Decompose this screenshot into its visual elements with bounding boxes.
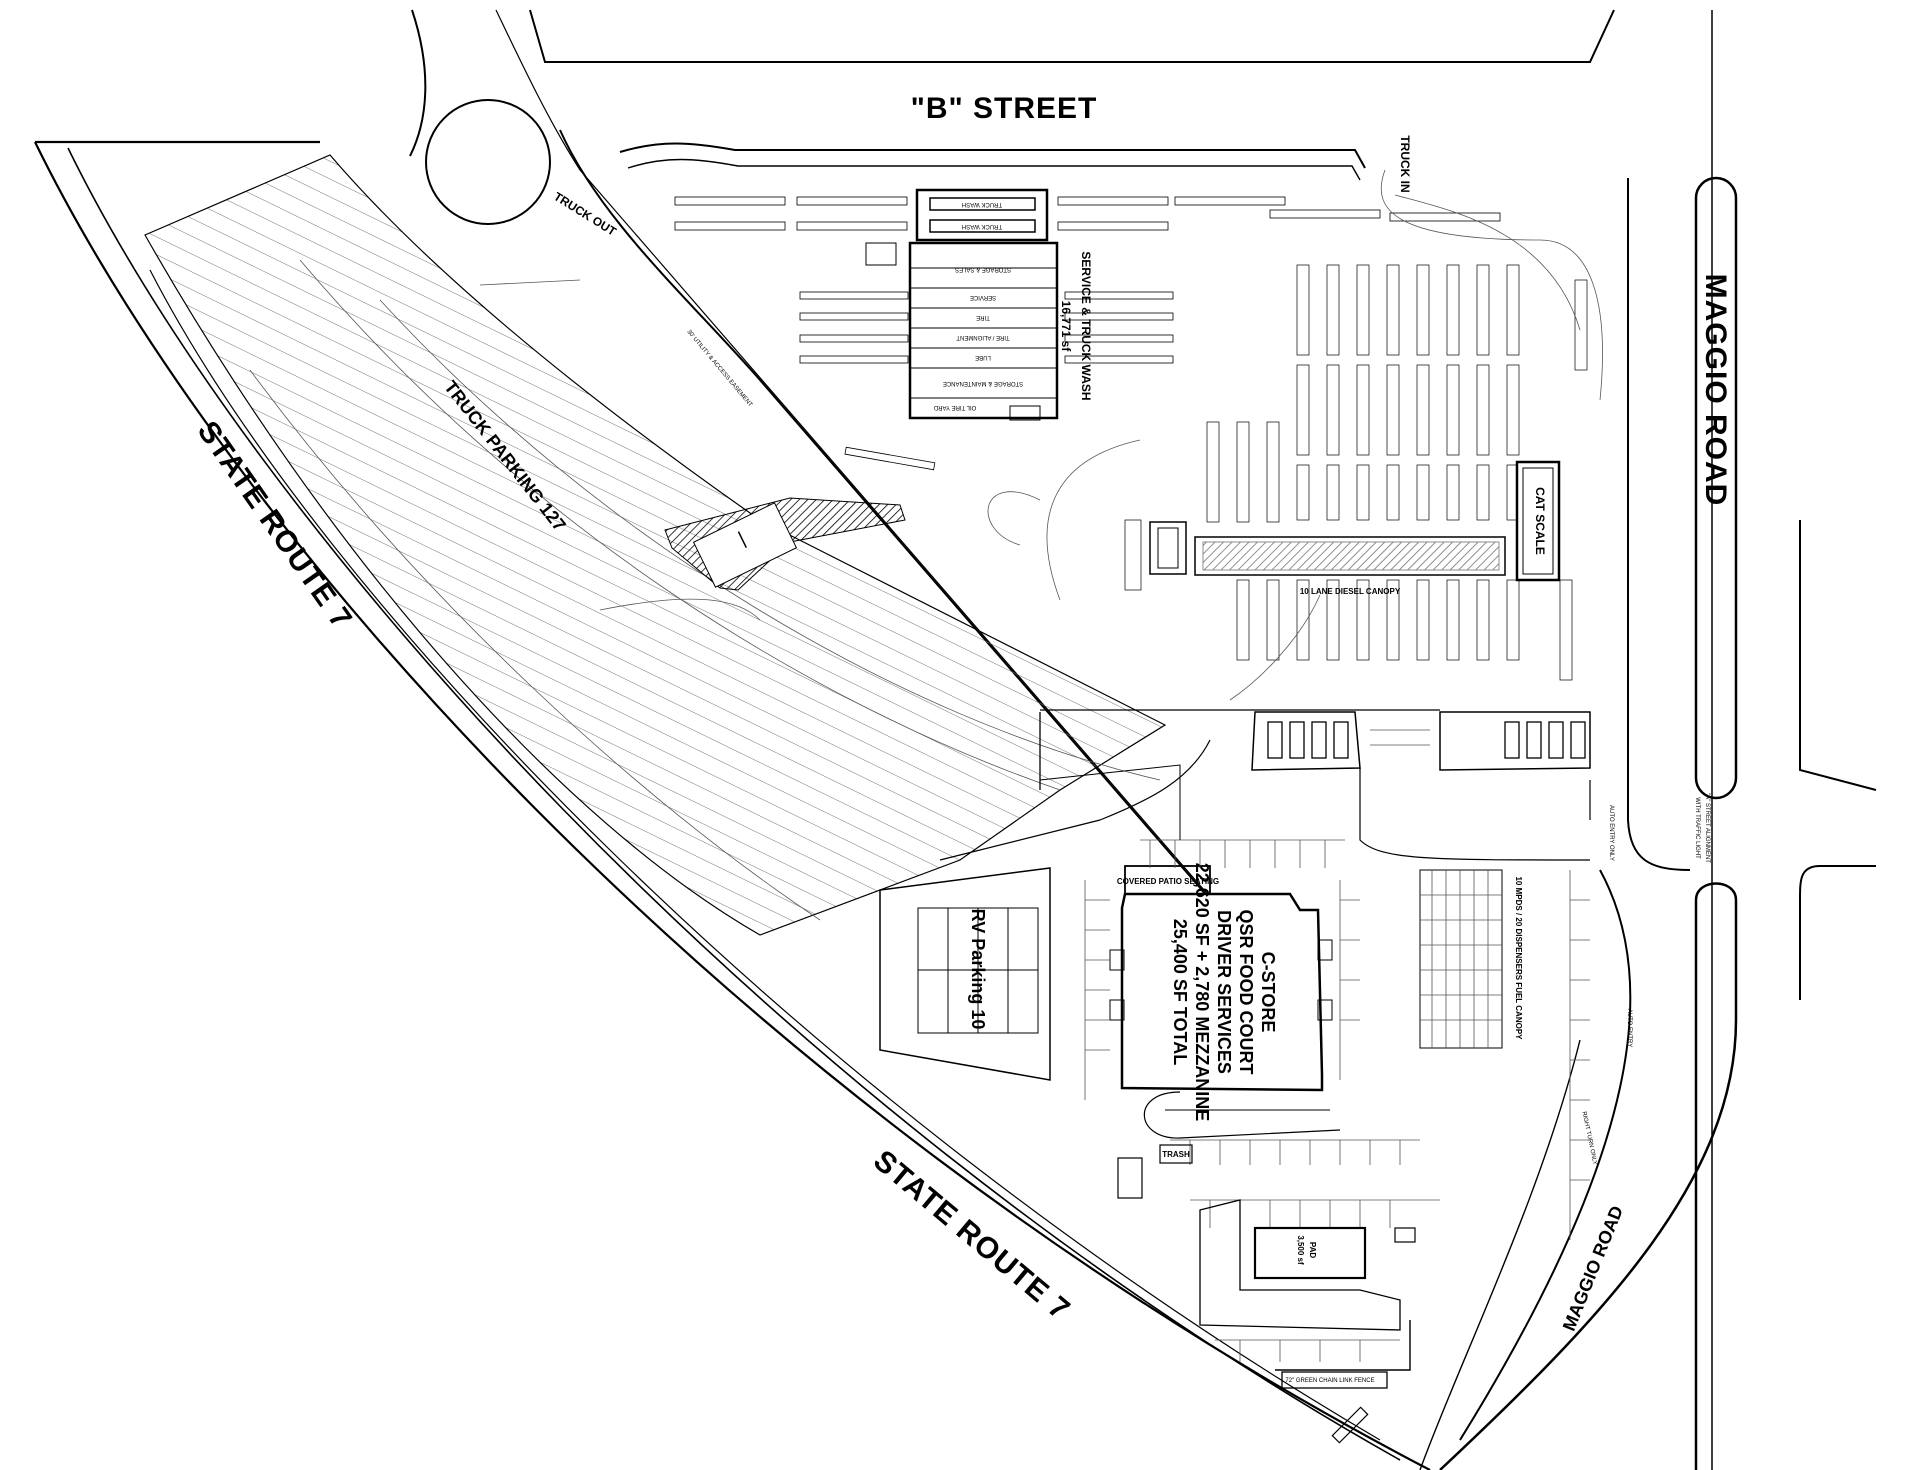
interior-drive	[939, 739, 1591, 861]
trash-label: TRASH	[1162, 1150, 1190, 1159]
chain-link-fence	[1275, 1320, 1411, 1371]
fuel-canopy-label: 10 MPDS / 20 DISPENSERS FUEL CANOPY	[1514, 876, 1523, 1040]
service-building-label: SERVICE & TRUCK WASH	[1079, 251, 1093, 400]
service-room-label: LUBE	[975, 354, 991, 360]
cstore-label-line5: 25,400 SF TOTAL	[1170, 919, 1190, 1065]
pad-area-label: 3,500 sf	[1296, 1235, 1305, 1265]
service-room-label: SERVICE	[970, 294, 996, 300]
cstore-label-line3: DRIVER SERVICES	[1214, 910, 1234, 1074]
maggio-road-label-lower: MAGGIO ROAD	[1559, 1203, 1627, 1334]
fence-label: 72" GREEN CHAIN LINK FENCE	[1285, 1378, 1374, 1384]
easement-label: 30' UTILITY & ACCESS EASEMENT	[685, 329, 753, 408]
maggio-road-label-upper: MAGGIO ROAD	[1699, 274, 1732, 507]
service-truck-stalls	[674, 196, 1501, 471]
fuel-canopy	[1419, 869, 1503, 1049]
pad-name-label: PAD	[1308, 1242, 1317, 1259]
street-alignment-label-1: "A" STREET ALIGNMENT	[1704, 793, 1710, 863]
service-room-label: OIL TIRE YARD	[933, 404, 976, 410]
state-route-7-road	[34, 140, 1431, 1470]
service-building	[865, 241, 1059, 421]
auto-entry-label: AUTO ENTRY	[1626, 1009, 1632, 1047]
cstore-label-line4: 22,620 SF + 2,780 MEZZANINE	[1192, 863, 1212, 1122]
truck-queue-stalls	[1124, 264, 1588, 681]
rv-parking-label: RV Parking 10	[968, 909, 988, 1030]
maggio-road	[1419, 10, 1877, 1470]
diesel-canopy-label: 10 LANE DIESEL CANOPY	[1300, 587, 1401, 596]
service-room-label: TIRE / ALIGNMENT	[956, 334, 1010, 340]
drive-thru	[1143, 1091, 1341, 1139]
cat-scale-label: CAT SCALE	[1533, 487, 1547, 555]
street-alignment-label-2: WITH TRAFFIC LIGHT	[1694, 797, 1700, 859]
service-room-label: STORAGE & MAINTENANCE	[943, 380, 1023, 386]
service-room-labels: STORAGE & SALES SERVICE TIRE TIRE / ALIG…	[933, 266, 1023, 410]
service-room-label: TIRE	[976, 314, 990, 320]
fuel-islands-mid	[1039, 709, 1591, 790]
cstore-label-line1: C-STORE	[1258, 952, 1278, 1033]
truck-circulation	[599, 169, 1603, 701]
service-room-label: STORAGE & SALES	[955, 266, 1011, 272]
service-area-label: 16,771 sf	[1059, 301, 1073, 353]
truck-parking-field	[144, 154, 1167, 936]
covered-patio-label: COVERED PATIO SEATING	[1117, 877, 1219, 886]
cat-scale	[1515, 460, 1561, 582]
truck-in-label: TRUCK IN	[1398, 135, 1412, 192]
cstore-label-line2: QSR FOOD COURT	[1236, 910, 1256, 1075]
truck-wash-label-1: TRUCK WASH	[962, 201, 1002, 207]
truck-wash-label-2: TRUCK WASH	[962, 223, 1002, 229]
cstore-label: C-STORE QSR FOOD COURT DRIVER SERVICES 2…	[1170, 863, 1278, 1122]
trash-enclosure	[1117, 1144, 1416, 1243]
security-island	[664, 497, 906, 591]
rv-parking-area	[879, 867, 1051, 1081]
b-street-road	[529, 9, 1615, 181]
monument-sign	[1331, 1406, 1369, 1444]
diesel-canopy	[1149, 521, 1506, 576]
pad-building	[1199, 1199, 1401, 1389]
truck-wash-building	[915, 188, 1049, 242]
roundabout	[409, 9, 1231, 921]
cstore-building	[1109, 865, 1333, 1092]
auto-entry-only-label: AUTO ENTRY ONLY	[1608, 805, 1614, 861]
b-street-label: "B" STREET	[911, 92, 1098, 125]
truck-out-label: TRUCK OUT	[551, 189, 619, 239]
right-turn-only-label: RIGHT TURN ONLY	[1580, 1111, 1597, 1165]
